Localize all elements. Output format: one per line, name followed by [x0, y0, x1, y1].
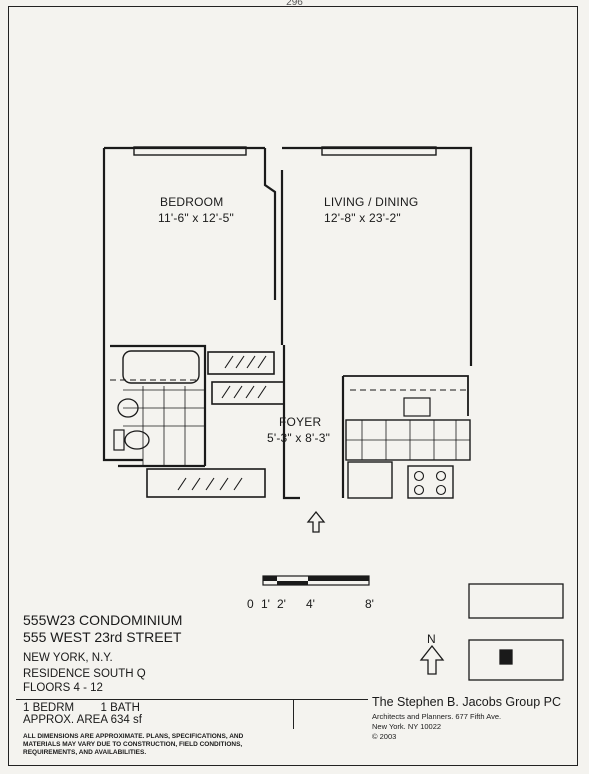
- kitchen-counter: [343, 375, 469, 416]
- closet: [146, 468, 266, 498]
- scale-tick-label: 8': [365, 597, 374, 611]
- disclaimer: ALL DIMENSIONS ARE APPROXIMATE. PLANS, S…: [23, 733, 244, 757]
- area: APPROX. AREA 634 sf: [23, 714, 142, 726]
- stove: [407, 465, 454, 499]
- firm-address: Architects and Planners. 677 Fifth Ave.: [372, 712, 502, 721]
- scale-tick-label: 4': [306, 597, 315, 611]
- firm-info: The Stephen B. Jacobs Group PC Architect…: [372, 695, 572, 742]
- exterior-wall: [102, 148, 143, 462]
- divider: [16, 699, 368, 700]
- bathtub: [122, 350, 200, 384]
- window: [321, 146, 437, 156]
- stove-burners: [413, 470, 447, 496]
- entry-arrow-icon: [306, 510, 326, 533]
- scale-tick-label: 2': [277, 597, 286, 611]
- building-info: 555W23 CONDOMINIUM 555 WEST 23rd STREET …: [23, 612, 293, 696]
- building-city: NEW YORK, N.Y.: [23, 651, 113, 664]
- building-name: 555W23 CONDOMINIUM: [23, 612, 183, 628]
- window: [133, 146, 247, 156]
- foyer-dims: 5'-3" x 8'-3": [267, 431, 331, 445]
- north-arrow-icon: [419, 644, 445, 675]
- scale-tick-label: 1': [261, 597, 270, 611]
- sink: [403, 397, 431, 417]
- floors: FLOORS 4 - 12: [23, 682, 103, 695]
- building-address: 555 WEST 23rd STREET: [23, 628, 182, 645]
- copyright: © 2003: [372, 732, 572, 742]
- scale-bar: [262, 575, 370, 586]
- baths: 1 BATH: [100, 702, 140, 714]
- divider: [293, 699, 294, 729]
- copyright-icon: ©: [372, 732, 378, 742]
- key-plan: [468, 583, 564, 681]
- living-dims: 12'-8" x 23'-2": [324, 211, 401, 225]
- partition-wall: [282, 345, 300, 500]
- scale-tick-label: 0: [247, 597, 254, 611]
- north-label: N: [427, 632, 436, 646]
- page-number: 296: [286, 0, 303, 8]
- upper-cabinets: [110, 379, 466, 391]
- closet: [207, 351, 275, 375]
- partition-wall: [263, 148, 277, 300]
- fridge: [347, 461, 393, 499]
- tile-grid: [123, 386, 470, 466]
- toilet: [124, 430, 150, 450]
- bedroom-dims: 11'-6" x 12'-5": [158, 211, 234, 225]
- exterior-wall: [282, 146, 473, 366]
- closet-hatching: [177, 355, 267, 491]
- foyer-name: FOYER: [279, 415, 322, 429]
- bedroom-name: BEDROOM: [160, 195, 224, 209]
- residence: RESIDENCE SOUTH Q: [23, 668, 146, 681]
- firm-name: The Stephen B. Jacobs Group PC: [372, 695, 561, 709]
- bedrooms: 1 BEDRM: [23, 702, 75, 714]
- living-name: LIVING / DINING: [324, 195, 419, 209]
- unit-info: 1 BEDRM 1 BATH APPROX. AREA 634 sf: [23, 702, 142, 726]
- page-frame: [8, 6, 578, 766]
- copyright-year: 2003: [379, 732, 397, 742]
- firm-city: New York. NY 10022: [372, 722, 442, 732]
- closet: [211, 381, 285, 405]
- toilet-tank: [113, 429, 125, 451]
